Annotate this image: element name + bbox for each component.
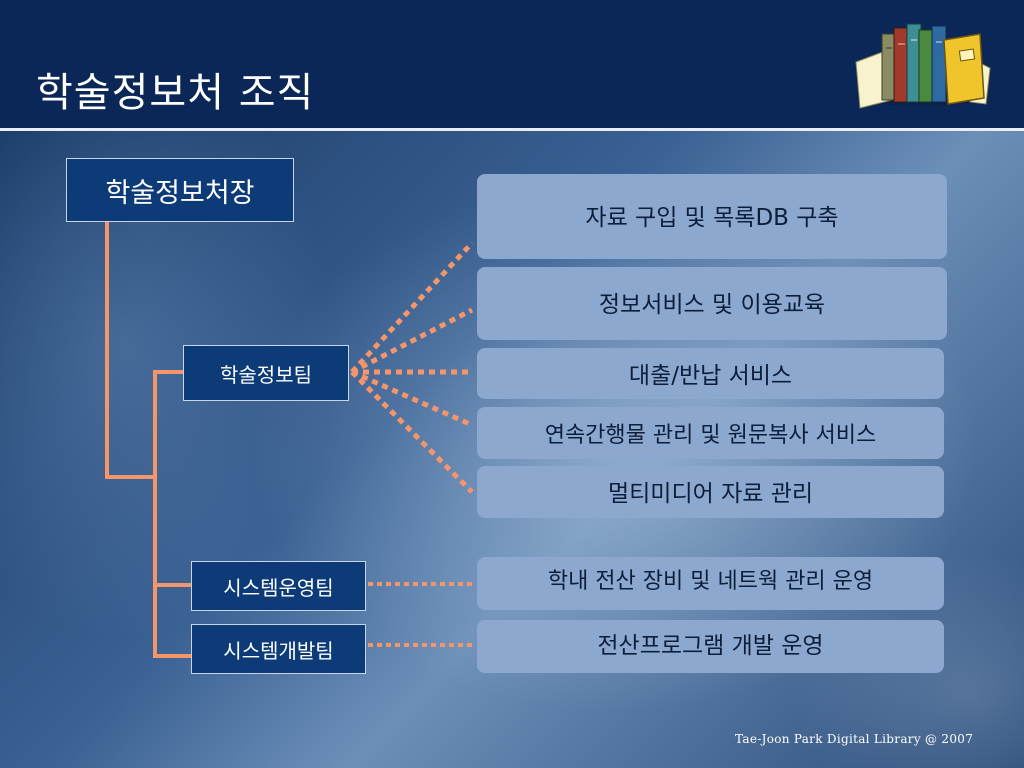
task-label: 학내 전산 장비 및 네트웍 관리 운영 xyxy=(547,569,874,594)
team-box-academic-info: 학술정보팀 xyxy=(183,345,349,401)
task-label: 정보서비스 및 이용교육 xyxy=(598,292,826,318)
task-box: 전산프로그램 개발 운영 xyxy=(477,620,944,673)
dotted-link-line xyxy=(350,307,474,375)
dotted-link-line xyxy=(350,370,474,494)
dotted-link-line xyxy=(350,241,474,374)
team-box-system-operation: 시스템운영팀 xyxy=(191,561,366,611)
dotted-link-line xyxy=(350,369,474,428)
team-label: 시스템개발팀 xyxy=(223,638,334,663)
team-box-system-development: 시스템개발팀 xyxy=(191,624,366,674)
root-node-box: 학술정보처장 xyxy=(66,158,294,222)
team-label: 학술정보팀 xyxy=(220,362,312,387)
task-label: 연속간행물 관리 및 원문복사 서비스 xyxy=(544,423,877,448)
task-label: 대출/반납 서비스 xyxy=(628,363,793,389)
task-label: 자료 구입 및 목록DB 구축 xyxy=(585,205,839,231)
page-title: 학술정보처 조직 xyxy=(36,70,315,116)
task-box: 대출/반납 서비스 xyxy=(477,348,944,399)
task-box: 연속간행물 관리 및 원문복사 서비스 xyxy=(477,407,944,459)
task-label: 멀티미디어 자료 관리 xyxy=(607,481,814,507)
task-box: 정보서비스 및 이용교육 xyxy=(477,267,947,340)
root-node-label: 학술정보처장 xyxy=(105,177,255,209)
task-label: 전산프로그램 개발 운영 xyxy=(597,633,824,659)
task-box: 학내 전산 장비 및 네트웍 관리 운영 xyxy=(477,557,944,610)
footer-credit: Tae-Joon Park Digital Library @ 2007 xyxy=(735,732,974,746)
team-label: 시스템운영팀 xyxy=(223,575,334,600)
task-box: 자료 구입 및 목록DB 구축 xyxy=(477,174,947,259)
books-icon xyxy=(848,18,993,114)
task-box: 멀티미디어 자료 관리 xyxy=(477,466,944,518)
header-bar: 학술정보처 조직 xyxy=(0,0,1024,131)
